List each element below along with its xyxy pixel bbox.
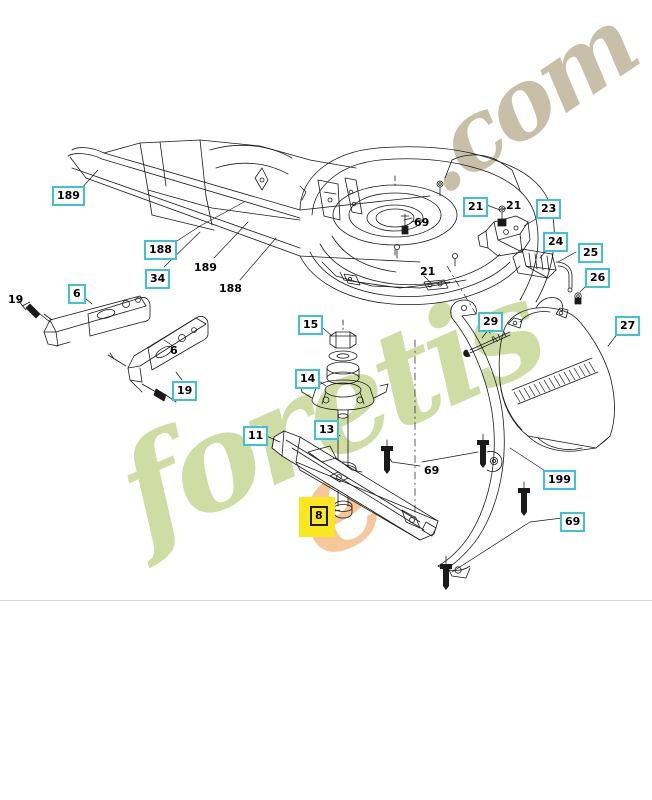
callout-label-69[interactable]: 69 — [414, 216, 430, 229]
fastener-bolts-69 — [381, 440, 530, 590]
bolt-part-26 — [574, 292, 582, 305]
discharge-chute-part-27 — [498, 297, 615, 452]
callout-label-21[interactable]: 21 — [463, 197, 489, 217]
bolt-part-19-right — [107, 352, 177, 403]
bolt-part-21 — [497, 205, 507, 227]
page-divider — [0, 600, 652, 601]
callout-label-26[interactable]: 26 — [585, 268, 611, 288]
callout-label-27[interactable]: 27 — [615, 316, 641, 336]
callout-label-19[interactable]: 19 — [8, 293, 24, 306]
callout-label-21[interactable]: 21 — [420, 265, 436, 278]
bracket-part-6-lower — [127, 316, 209, 393]
callout-label-15[interactable]: 15 — [298, 315, 324, 335]
mower-blade-part-11 — [271, 430, 439, 541]
callout-label-69[interactable]: 69 — [424, 464, 440, 477]
callout-label-6[interactable]: 6 — [68, 284, 86, 304]
callout-label-189[interactable]: 189 — [52, 186, 85, 206]
callout-label-34[interactable]: 34 — [145, 269, 171, 289]
rod-part-25 — [555, 261, 573, 293]
callout-label-19[interactable]: 19 — [172, 381, 198, 401]
callout-label-8[interactable]: 8 — [310, 506, 328, 526]
mower-deck-shell — [67, 139, 555, 305]
deck-bolt-group — [393, 180, 458, 267]
spring-block-part-24 — [512, 248, 557, 279]
callout-label-189[interactable]: 189 — [194, 261, 217, 274]
callout-label-21[interactable]: 21 — [506, 199, 522, 212]
callout-label-25[interactable]: 25 — [578, 243, 604, 263]
callout-label-69[interactable]: 69 — [560, 512, 586, 532]
callout-label-188[interactable]: 188 — [219, 282, 242, 295]
callout-label-24[interactable]: 24 — [543, 232, 569, 252]
curved-deflector-arm — [437, 299, 505, 579]
callout-label-23[interactable]: 23 — [536, 199, 562, 219]
callout-label-11[interactable]: 11 — [243, 426, 269, 446]
callout-label-199[interactable]: 199 — [543, 470, 576, 490]
bolt-part-19-left — [17, 299, 53, 323]
callout-label-29[interactable]: 29 — [478, 312, 504, 332]
callout-label-6[interactable]: 6 — [170, 344, 178, 357]
screw-part-29 — [463, 331, 511, 358]
callout-label-14[interactable]: 14 — [295, 369, 321, 389]
callout-label-13[interactable]: 13 — [314, 420, 340, 440]
callout-label-188[interactable]: 188 — [144, 240, 177, 260]
bracket-part-6-upper — [43, 295, 151, 347]
